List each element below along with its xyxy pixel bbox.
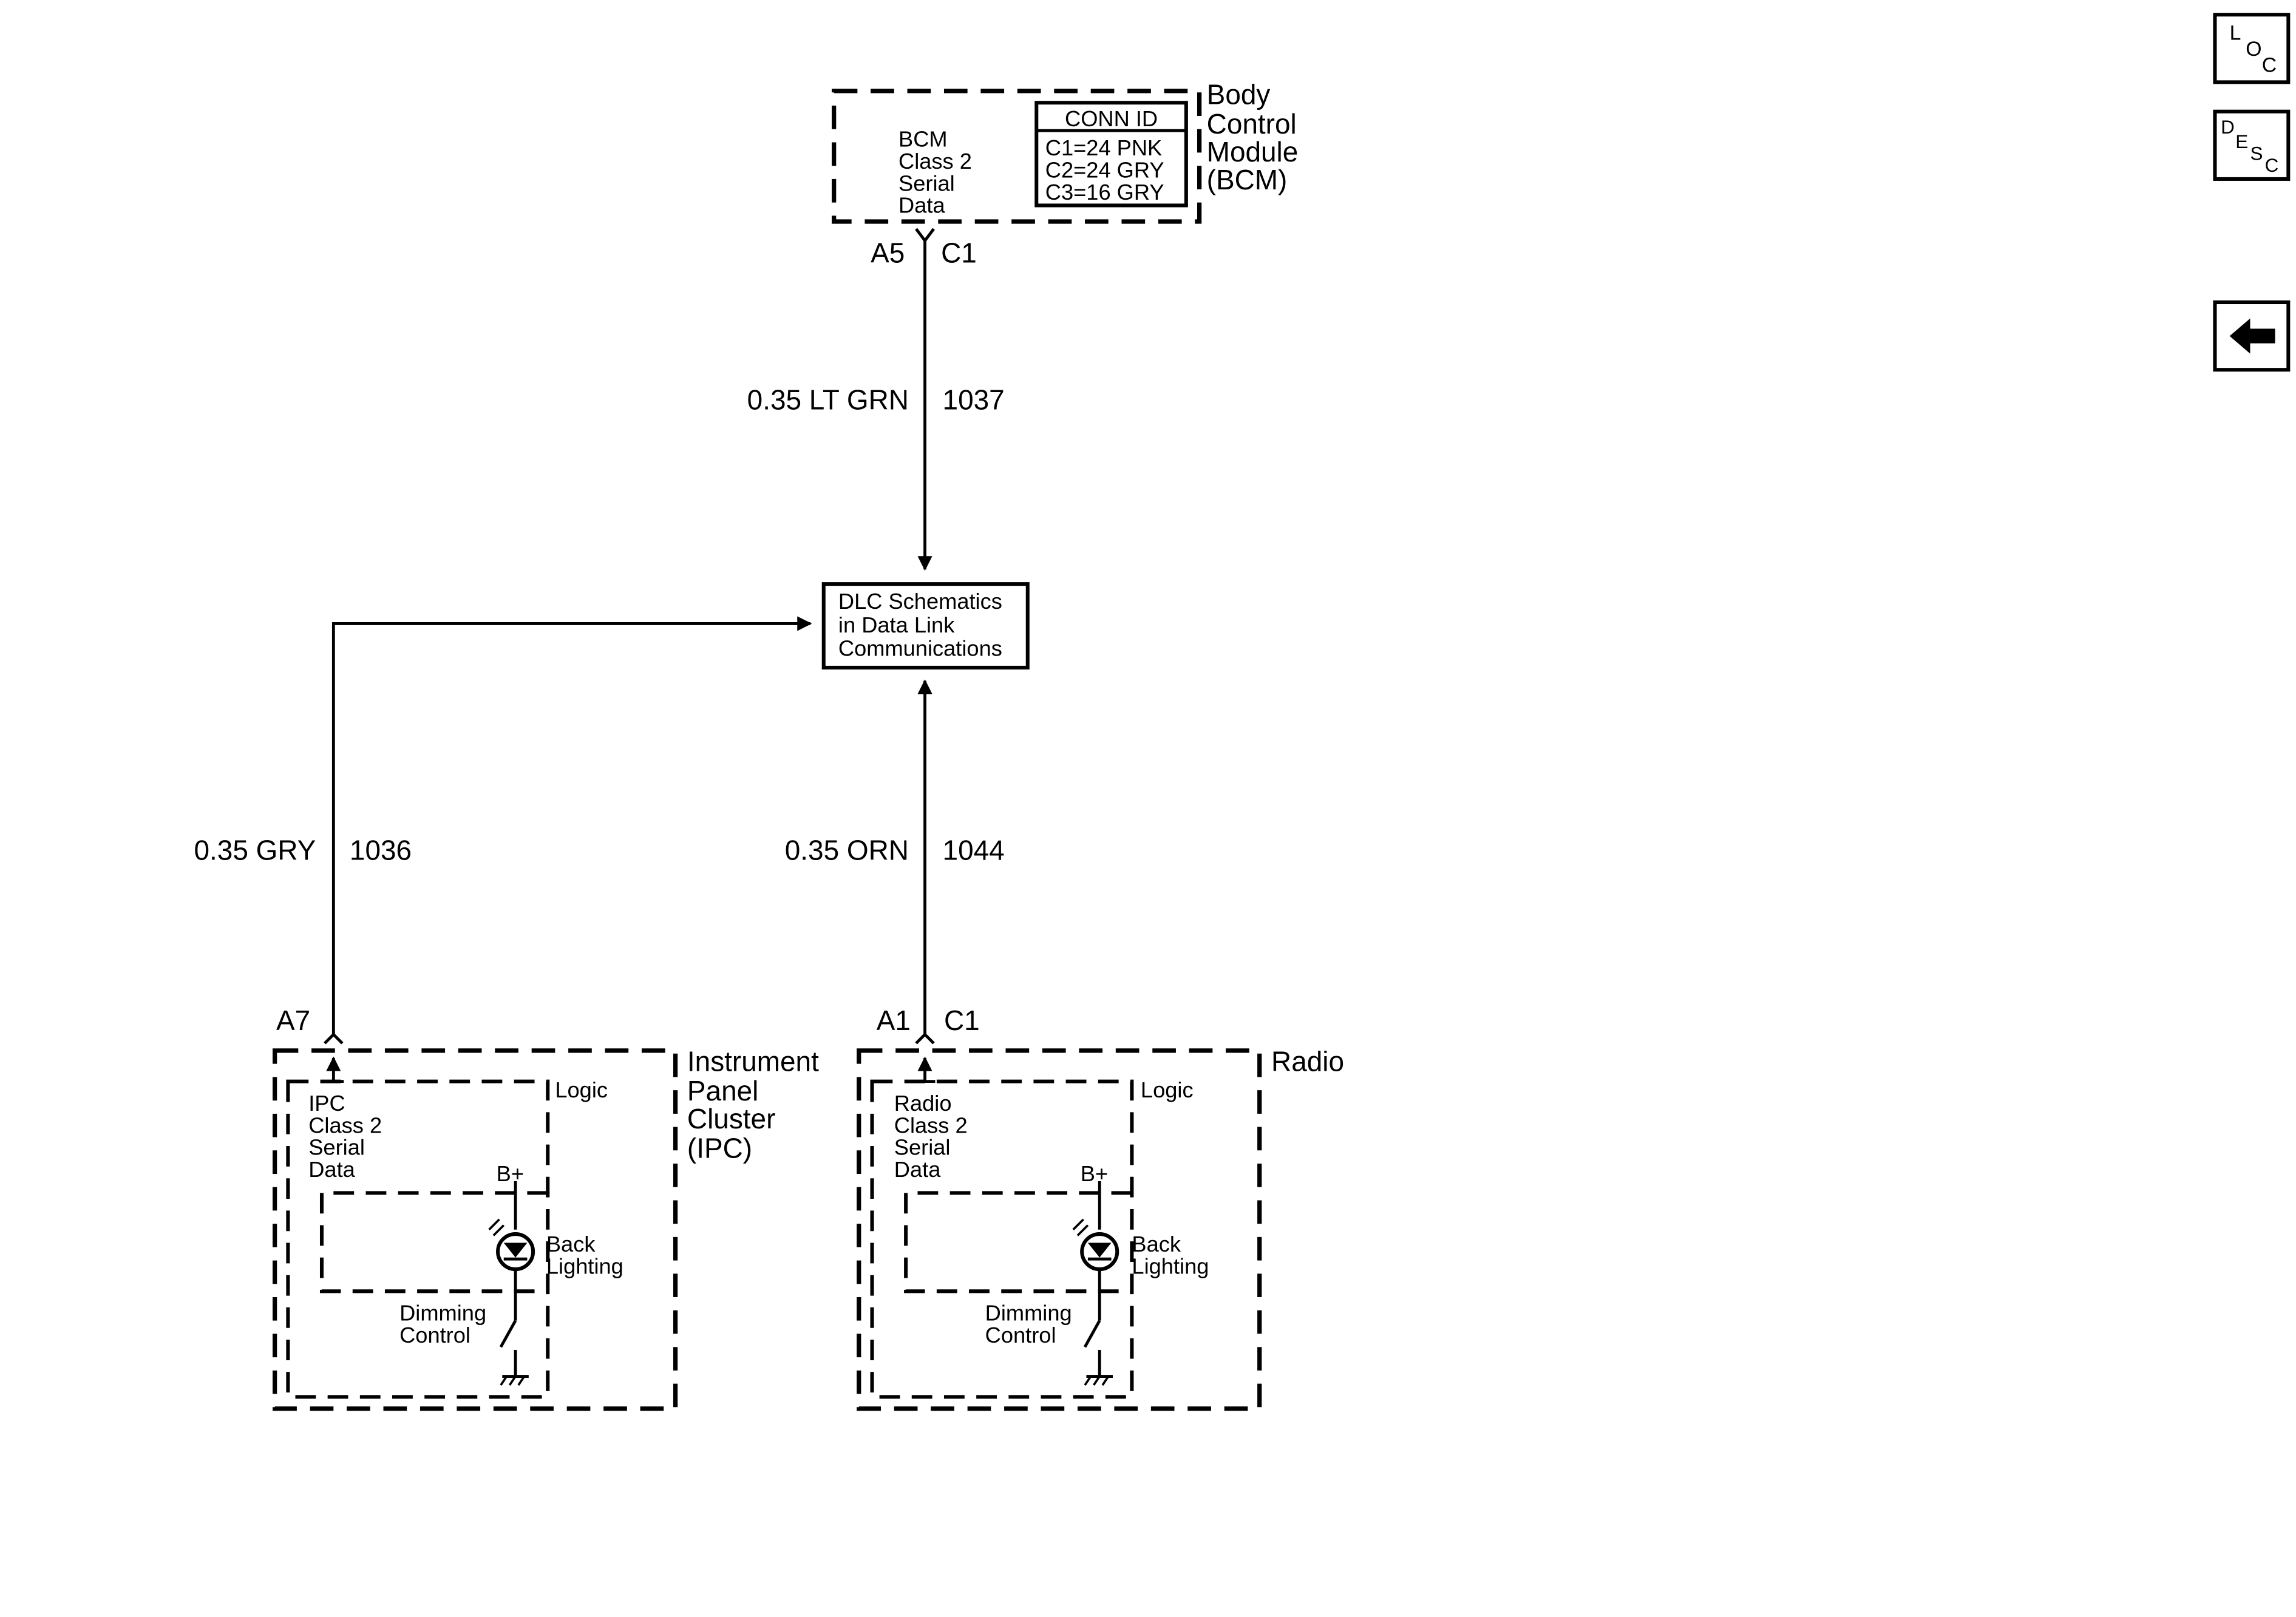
ipc-outer-box — [273, 1048, 678, 1411]
conn-id-row: C1=24 PNK — [1045, 135, 1162, 160]
desc-button[interactable]: D E S C — [2213, 109, 2291, 181]
back-arrow-icon — [2229, 318, 2275, 354]
radio-ground-icon — [1084, 1368, 1113, 1386]
bcm-pin-label: A5 — [871, 237, 905, 269]
radio-module: A1 C1 Radio Logic Radio Class 2 Serial D… — [857, 1005, 1344, 1411]
ipc-module: A7 Instrument Panel Cluster (IPC) Logic … — [273, 1005, 827, 1411]
ipc-logic-box — [286, 1079, 550, 1399]
radio-label: Radio — [1271, 1046, 1344, 1077]
ipc-logic-label: Logic — [555, 1077, 608, 1102]
conn-id-row: C3=16 GRY — [1045, 180, 1164, 205]
conn-id-table — [1034, 101, 1188, 208]
loc-letter-c: C — [2262, 53, 2277, 76]
radio-dimming-switch — [1083, 1320, 1101, 1348]
desc-letter-e: E — [2235, 131, 2248, 152]
bcm-connector-label: C1 — [941, 237, 977, 269]
wire-ipc-gauge-color: 0.35 GRY — [194, 835, 316, 866]
radio-pin-label: A1 — [877, 1005, 911, 1036]
desc-letter-c: C — [2265, 155, 2279, 176]
wire-radio-circuit: 1044 — [943, 835, 1005, 866]
ipc-lamp-icon — [488, 1218, 535, 1272]
ipc-back-lighting: Back Lighting — [546, 1232, 623, 1278]
bcm-module: BCM Class 2 Serial Data CONN ID C1=24 PN… — [832, 79, 1306, 269]
radio-logic-label: Logic — [1141, 1077, 1194, 1102]
radio-lamp-icon — [1072, 1218, 1119, 1272]
conn-id-row: C2=24 GRY — [1045, 158, 1164, 183]
bcm-box — [832, 89, 1202, 224]
loc-letter-l: L — [2230, 21, 2241, 44]
ipc-inner: IPC Class 2 Serial Data — [308, 1091, 388, 1182]
loc-letter-o: O — [2246, 38, 2261, 61]
bcm-inner-line: Data — [898, 193, 945, 218]
back-button[interactable] — [2213, 300, 2291, 372]
bcm-connector-symbol — [915, 228, 935, 243]
bcm-label: Body Control Module (BCM) — [1207, 79, 1306, 195]
wire-radio-gauge-color: 0.35 ORN — [785, 835, 909, 866]
desc-letter-s: S — [2250, 143, 2263, 164]
dlc-box: DLC Schematics in Data Link Communicatio… — [821, 582, 1030, 670]
ipc-ground-icon — [500, 1368, 529, 1386]
wire-ipc-dlc — [331, 616, 812, 1035]
ipc-pin-label: A7 — [276, 1005, 310, 1036]
svg-text:BCM Class 2 Serial: BCM Class 2 Serial Data — [898, 100, 986, 218]
bcm-inner-line: Class 2 — [898, 149, 972, 174]
radio-connector-symbol — [915, 1032, 935, 1045]
wire-ipc-circuit: 1036 — [350, 835, 412, 866]
ipc-dimming: Dimming Control — [399, 1301, 492, 1348]
radio-dimming: Dimming Control — [985, 1301, 1078, 1348]
radio-connector-label: C1 — [944, 1005, 980, 1036]
radio-bplus-label: B+ — [1081, 1161, 1108, 1186]
bcm-inner-line: BCM — [898, 127, 948, 152]
wire-bcm-circuit: 1037 — [943, 384, 1005, 415]
wire-bcm-gauge-color: 0.35 LT GRN — [747, 384, 909, 415]
ipc-connector-symbol — [324, 1032, 344, 1045]
loc-button[interactable]: L O C — [2213, 13, 2291, 84]
desc-letter-d: D — [2221, 117, 2235, 138]
radio-outer-box — [857, 1048, 1262, 1411]
radio-logic-box — [870, 1079, 1134, 1399]
conn-id-header: CONN ID — [1065, 106, 1158, 131]
radio-inner: Radio Class 2 Serial Data — [894, 1091, 974, 1182]
ipc-dimming-switch — [499, 1320, 517, 1348]
bcm-inner-line: Serial — [898, 171, 955, 195]
radio-back-lighting: Back Lighting — [1132, 1232, 1209, 1278]
dlc-label: DLC Schematics in Data Link Communicatio… — [838, 589, 1008, 660]
ipc-bplus-label: B+ — [497, 1161, 524, 1186]
ipc-label: Instrument Panel Cluster (IPC) — [687, 1046, 827, 1164]
